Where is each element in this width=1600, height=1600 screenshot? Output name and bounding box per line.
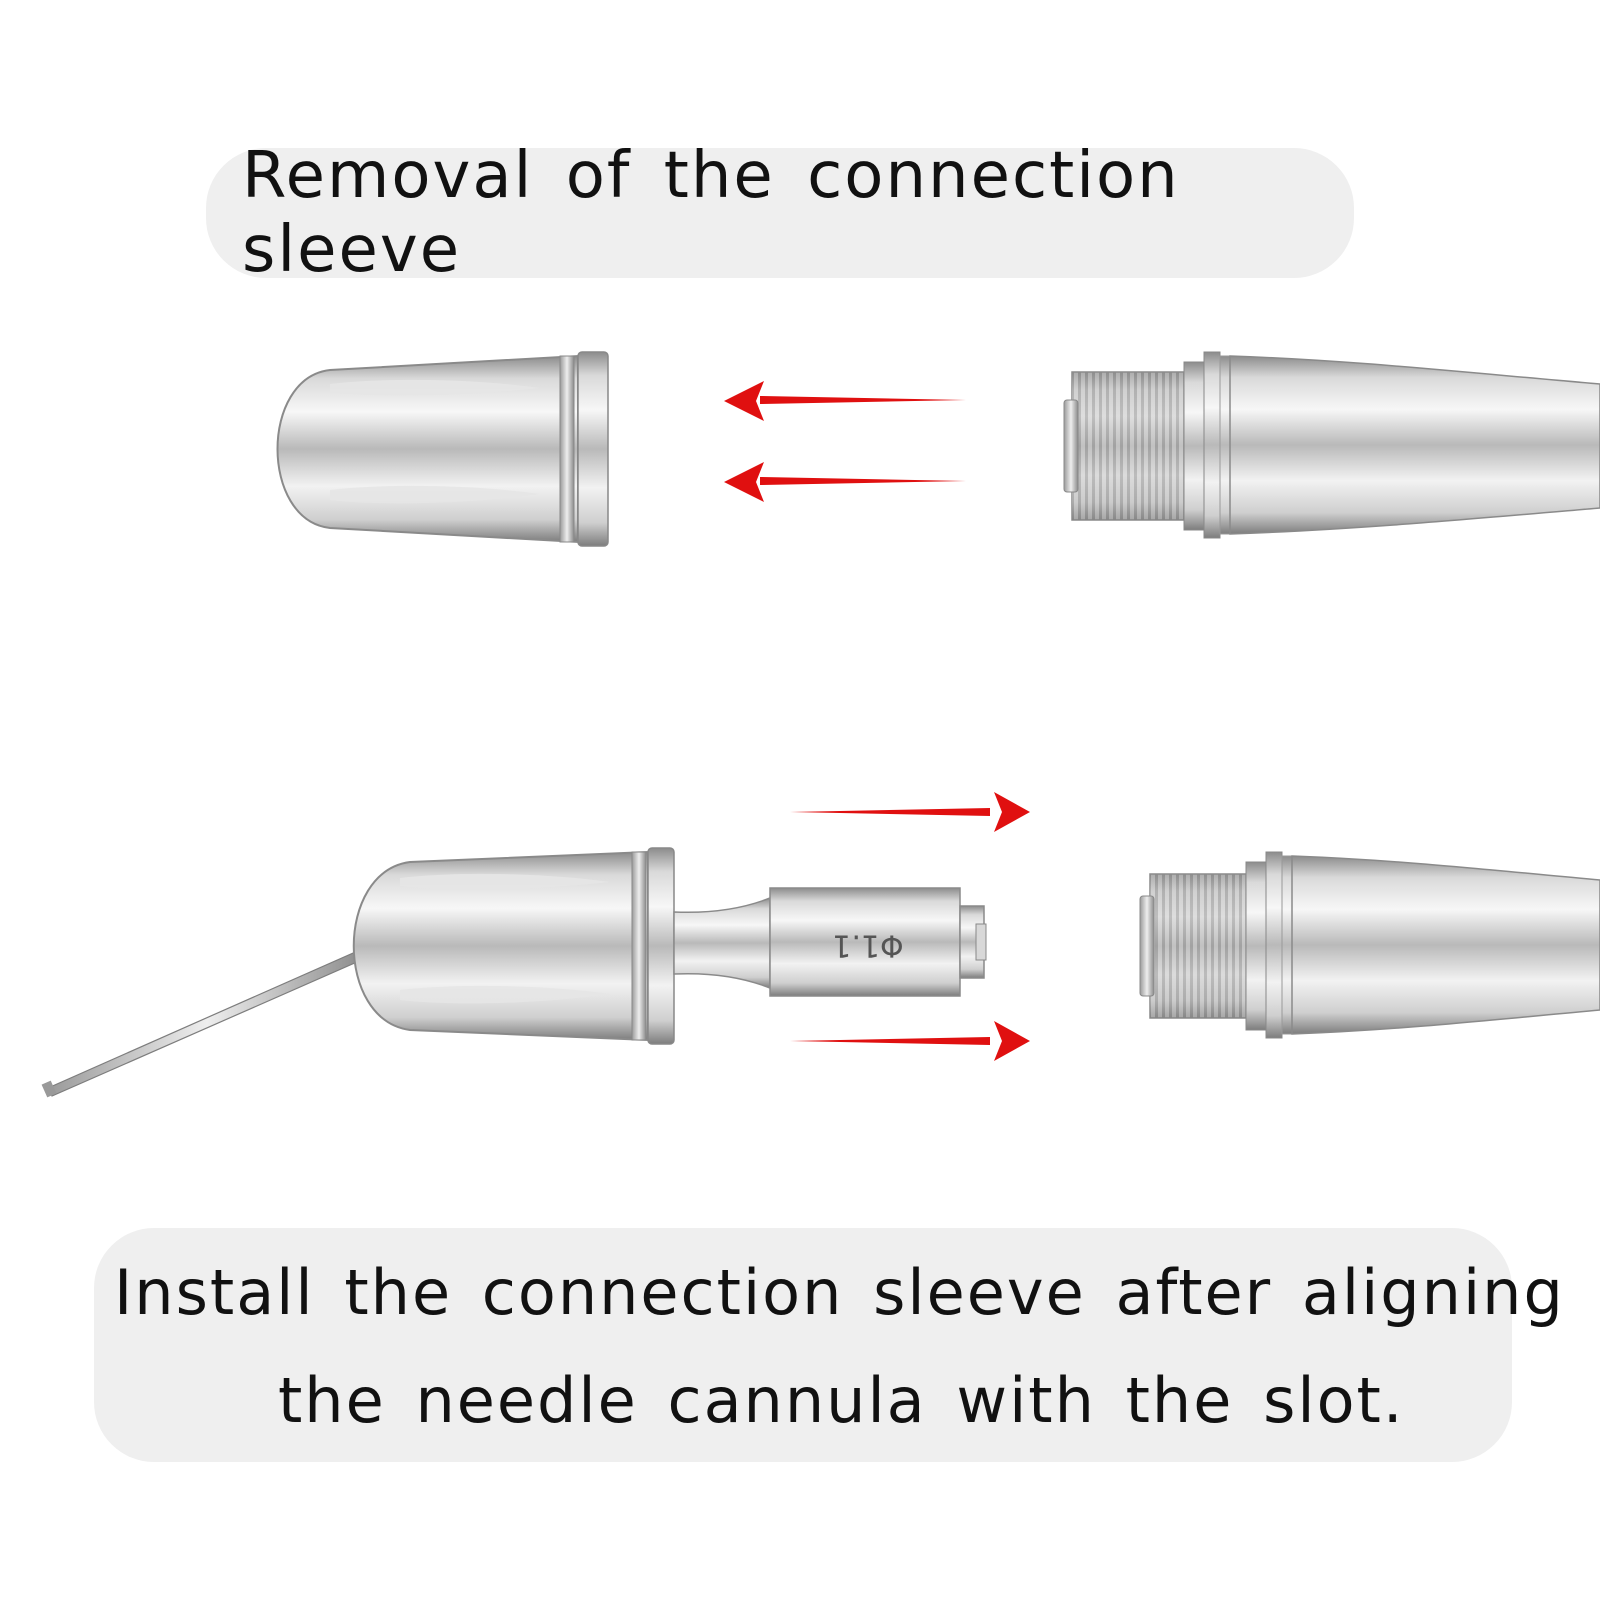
connection-sleeve: [276, 351, 609, 547]
handpiece-body: [1063, 351, 1600, 539]
red-arrow-icon: [724, 381, 966, 421]
removal-caption-box: Removal of the connection sleeve: [206, 139, 1354, 287]
red-arrow-icon: [790, 1021, 1030, 1061]
red-arrow-icon: [724, 462, 966, 502]
removal-caption: Removal of the connection sleeve: [242, 139, 1180, 287]
needle-adapter: Φ1.1: [673, 887, 987, 997]
needle-cannula: [41, 949, 367, 1098]
connection-sleeve: [352, 847, 675, 1045]
adapter-engraving: Φ1.1: [832, 928, 903, 963]
red-arrow-icon: [790, 792, 1030, 832]
install-caption-box: Install the connection sleeve after alig…: [94, 1228, 1563, 1462]
handpiece-body: [1139, 851, 1600, 1039]
install-caption-line2: the needle cannula with the slot.: [278, 1364, 1405, 1437]
install-caption-line1: Install the connection sleeve after alig…: [114, 1256, 1565, 1329]
